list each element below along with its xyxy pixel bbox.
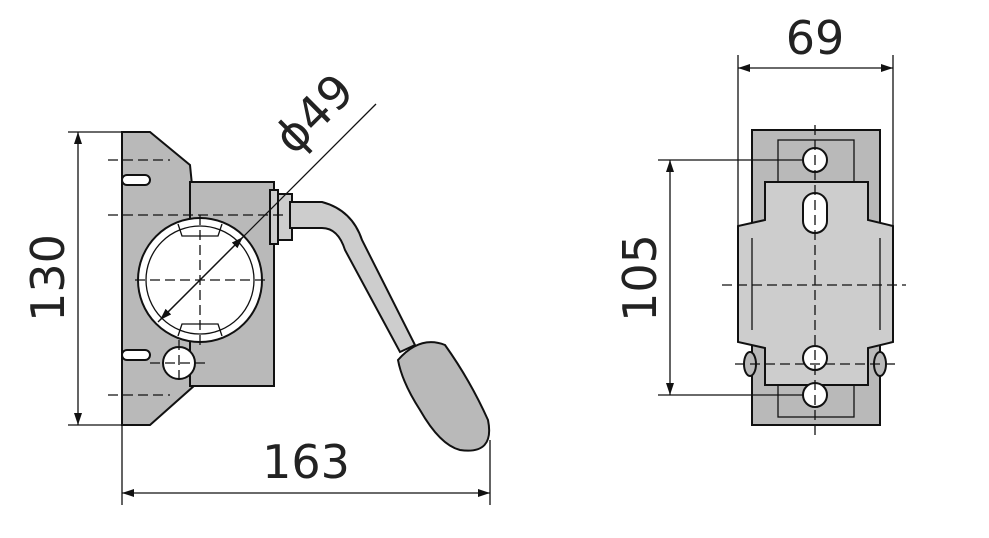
dim-130-label: 130 (21, 234, 75, 322)
dim-49-label: ϕ49 (263, 63, 364, 164)
dim-163-label: 163 (262, 435, 350, 489)
dim-69-label: 69 (786, 11, 845, 65)
dim-105-label: 105 (613, 234, 667, 322)
front-view: 69 105 (613, 11, 906, 438)
side-view: 130 ϕ49 163 (21, 63, 491, 505)
clamp-handle (289, 201, 417, 354)
front-slot (802, 192, 828, 234)
handle-grip (396, 341, 491, 452)
